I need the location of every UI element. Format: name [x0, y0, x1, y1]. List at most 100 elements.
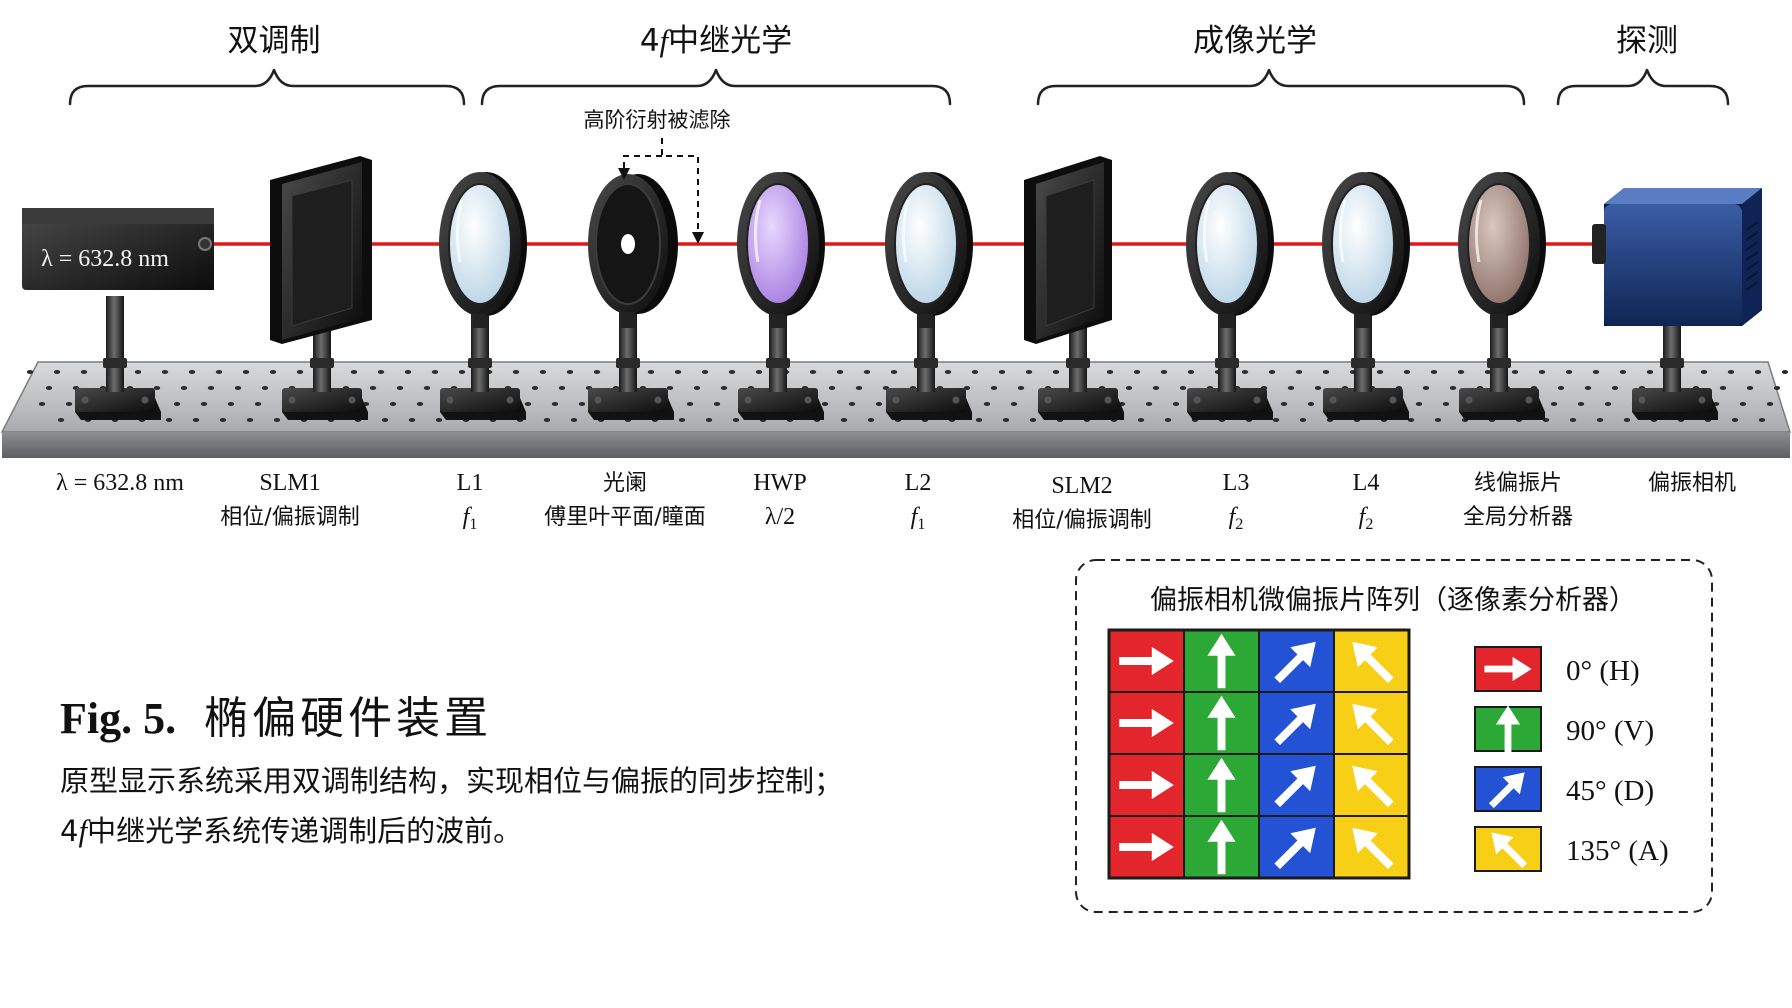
table-hole: [65, 402, 73, 406]
table-hole: [423, 386, 431, 390]
table-hole: [1295, 370, 1303, 374]
table-hole: [971, 370, 979, 374]
component-label-laser: λ = 632.8 nm: [56, 470, 184, 496]
table-hole: [666, 386, 674, 390]
table-hole: [1611, 386, 1619, 390]
arrow-up-left-icon: [1352, 641, 1394, 684]
legend-label: 90° (V): [1566, 715, 1654, 747]
table-hole: [207, 386, 215, 390]
table-hole: [1781, 370, 1789, 374]
component-sublabel-polarizer: 全局分析器: [1463, 505, 1573, 530]
legend-item: 135° (A): [1474, 826, 1669, 872]
slm1-panel: [270, 156, 372, 344]
table-hole: [227, 402, 235, 406]
caption-description: 原型显示系统采用双调制结构，实现相位与偏振的同步控制； 4f中继光学系统传递调制…: [60, 756, 940, 856]
table-hole: [1160, 370, 1168, 374]
table-hole: [350, 370, 358, 374]
component-label-aperture: 光阑: [603, 471, 647, 496]
arrow-up-left-icon: [1491, 832, 1528, 869]
table-hole: [1106, 370, 1114, 374]
table-hole: [678, 418, 686, 422]
table-hole: [1442, 402, 1450, 406]
table-hole: [566, 370, 574, 374]
table-hole: [512, 370, 520, 374]
group-title-dual-mod: 双调制: [228, 23, 321, 59]
component-sublabel-l1: f1: [463, 504, 478, 533]
component-sublabel-l4: f2: [1359, 504, 1374, 533]
table-hole: [1287, 386, 1295, 390]
arrow-up-left-icon: [1352, 827, 1394, 870]
table-hole: [1646, 370, 1654, 374]
angle-legend: 0° (H) 90° (V) 45° (D) 135° (A): [1474, 646, 1669, 872]
table-hole: [431, 370, 439, 374]
group-titles: 双调制 4f中继光学 成像光学 探测: [228, 23, 1679, 59]
table-hole: [570, 418, 578, 422]
table-hole: [1700, 370, 1708, 374]
table-hole: [686, 402, 694, 406]
table-hole: [983, 402, 991, 406]
component-label-slm1: SLM1: [259, 470, 320, 496]
table-hole: [1268, 370, 1276, 374]
mosaic-cell: [1108, 629, 1185, 693]
component-sublabel-slm2: 相位/偏振调制: [1012, 508, 1151, 533]
table-hole: [890, 370, 898, 374]
table-hole: [1727, 370, 1735, 374]
table-hole: [990, 386, 998, 390]
table-hole: [242, 370, 250, 374]
pinhole: [621, 234, 635, 254]
table-hole: [134, 370, 142, 374]
inset-title: 偏振相机微偏振片阵列（逐像素分析器）: [1150, 585, 1636, 616]
filter-note-text: 高阶衍射被滤除: [584, 108, 731, 132]
mosaic-cell: [1258, 753, 1335, 817]
group-title-detect: 探测: [1616, 23, 1678, 59]
legend-label: 45° (D): [1566, 775, 1654, 807]
brace-imaging: [1036, 68, 1526, 106]
table-hole: [296, 370, 304, 374]
component-label-l4: L4: [1353, 470, 1380, 496]
lens: [1322, 172, 1410, 328]
legend-label: 0° (H): [1566, 655, 1640, 687]
table-hole: [1766, 402, 1774, 406]
table-hole: [1557, 386, 1565, 390]
table-hole: [1017, 386, 1025, 390]
table-hole: [821, 402, 829, 406]
table-edge: [2, 432, 1790, 458]
table-hole: [219, 418, 227, 422]
slm2-panel: [1024, 156, 1112, 344]
component-sublabel-slm1: 相位/偏振调制: [220, 505, 359, 530]
table-hole: [153, 386, 161, 390]
arrow-up-right-icon: [1274, 765, 1316, 808]
group-title-relay: 4f中继光学: [640, 23, 792, 59]
table-hole: [57, 418, 65, 422]
table-hole: [254, 402, 262, 406]
table-hole: [404, 370, 412, 374]
arrow-up-left-icon: [1352, 765, 1394, 808]
table-hole: [551, 402, 559, 406]
table-hole: [1145, 402, 1153, 406]
table-hole: [1403, 370, 1411, 374]
mosaic-cell: [1183, 691, 1260, 755]
mosaic-cell: [1333, 629, 1410, 693]
arrow-up-left-icon: [1352, 703, 1394, 746]
mosaic-cell: [1183, 629, 1260, 693]
caption-title-line: Fig. 5. 椭偏硬件装置: [60, 682, 940, 746]
table-hole: [1010, 402, 1018, 406]
arrow-up-icon: [1207, 633, 1236, 689]
table-hole: [875, 402, 883, 406]
table-hole: [755, 370, 763, 374]
table-hole: [1434, 418, 1442, 422]
mosaic-cell: [1333, 691, 1410, 755]
table-hole: [1179, 386, 1187, 390]
mosaic-cell: [1333, 815, 1410, 879]
legend-item: 90° (V): [1474, 705, 1654, 753]
table-hole: [1172, 402, 1180, 406]
table-hole: [593, 370, 601, 374]
component-label-l3: L3: [1223, 470, 1250, 496]
arrow-up-icon: [1495, 705, 1521, 753]
table-hole: [369, 386, 377, 390]
table-hole: [578, 402, 586, 406]
micro-polarizer-mosaic: [1107, 628, 1411, 880]
table-hole: [200, 402, 208, 406]
table-hole: [1758, 418, 1766, 422]
